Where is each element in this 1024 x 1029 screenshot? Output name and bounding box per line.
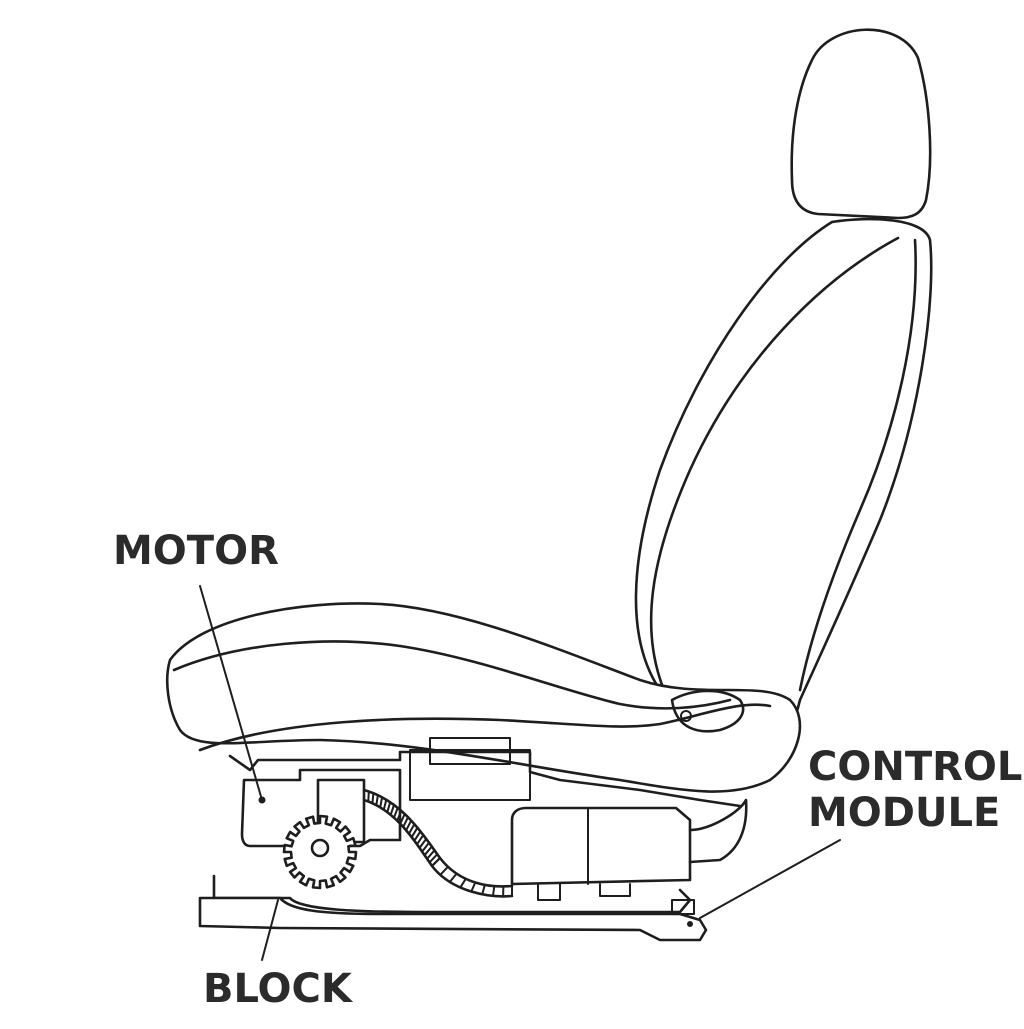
gear-hub bbox=[312, 840, 328, 856]
motor-label: MOTOR bbox=[113, 528, 279, 574]
control-module-leader bbox=[700, 840, 840, 918]
headrest bbox=[792, 30, 930, 218]
rear-bracket bbox=[690, 800, 746, 862]
control-module-box bbox=[512, 808, 690, 884]
cable-segment bbox=[403, 817, 408, 827]
cable-segment bbox=[450, 874, 457, 882]
control-module-label-line1: CONTROL bbox=[808, 744, 1022, 790]
cable-segment bbox=[482, 885, 485, 894]
control-module-label: CONTROL MODULE bbox=[808, 744, 1022, 836]
control-module-clip bbox=[538, 884, 560, 900]
control-module-tab bbox=[600, 884, 630, 896]
block-label: BLOCK bbox=[203, 966, 352, 1012]
backrest-outer bbox=[780, 219, 931, 745]
control-module-label-line2: MODULE bbox=[808, 790, 1022, 836]
cable-segment bbox=[440, 867, 448, 875]
cable-segment bbox=[368, 792, 369, 802]
cable-segment bbox=[471, 883, 475, 892]
backrest-inner bbox=[651, 238, 898, 690]
cable-segment bbox=[406, 821, 411, 831]
cable-segment bbox=[372, 793, 373, 803]
backrest-front bbox=[636, 222, 832, 690]
rail-bolt bbox=[687, 921, 693, 927]
cable-segment bbox=[493, 886, 494, 896]
cable-segment bbox=[460, 879, 466, 888]
gear bbox=[284, 816, 356, 888]
